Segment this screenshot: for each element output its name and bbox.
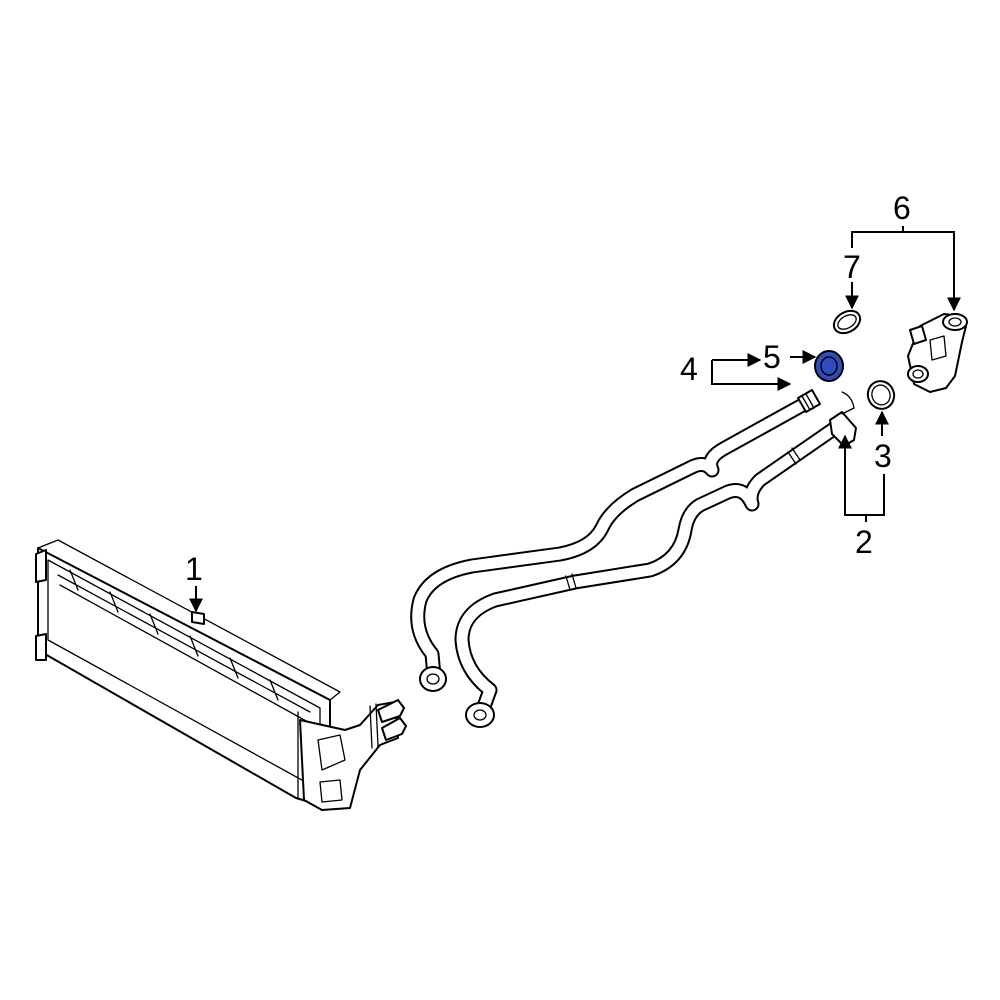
connector-adapter[interactable] [907,313,968,393]
o-ring-7[interactable] [830,306,864,337]
leader-lines [189,226,961,613]
callout-2: 2 [855,524,873,560]
callout-5: 5 [763,339,781,375]
callout-6: 6 [893,190,911,226]
callout-1: 1 [185,551,203,587]
lower-oil-cooler-line[interactable] [454,391,857,728]
callout-7: 7 [843,249,861,285]
o-ring-3[interactable] [864,377,898,412]
callout-4: 4 [680,351,698,387]
callout-3: 3 [874,438,892,474]
oil-cooler-radiator[interactable] [35,539,407,811]
seal-highlighted[interactable] [814,350,844,382]
upper-oil-cooler-line[interactable] [410,389,821,692]
